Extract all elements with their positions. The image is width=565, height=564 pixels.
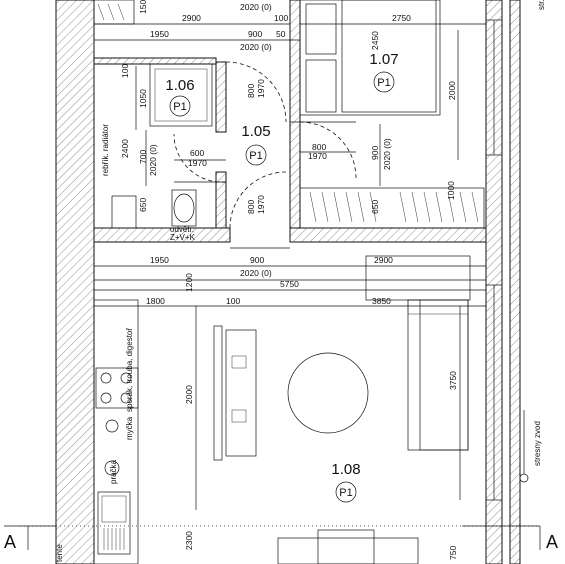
svg-text:1200: 1200	[184, 273, 194, 292]
room-tag-1-05: P1	[249, 150, 262, 162]
svg-text:1970: 1970	[256, 79, 266, 98]
svg-text:1970: 1970	[188, 158, 207, 168]
svg-text:2900: 2900	[374, 255, 393, 265]
wardrobe-bedroom	[299, 187, 485, 229]
svg-text:2020 (0): 2020 (0)	[240, 268, 272, 278]
room-id-1-08: 1.08	[331, 461, 360, 478]
drain-label: stresny zvod	[533, 421, 542, 466]
coffee-table	[287, 352, 369, 434]
svg-text:3850: 3850	[372, 296, 391, 306]
svg-text:2020 (0): 2020 (0)	[240, 2, 272, 12]
svg-text:1050: 1050	[138, 89, 148, 108]
svg-text:2400: 2400	[120, 139, 130, 158]
svg-text:2750: 2750	[392, 13, 411, 23]
wall-bath-upper	[215, 61, 227, 133]
room-tag-circle	[373, 71, 395, 93]
bed	[299, 0, 441, 116]
section-marker-right: A	[546, 532, 558, 552]
svg-text:900: 900	[250, 255, 264, 265]
section-line	[4, 525, 541, 550]
console	[365, 255, 471, 301]
svg-text:2020 (0): 2020 (0)	[382, 138, 392, 170]
cooktop	[95, 367, 139, 409]
svg-text:1970: 1970	[308, 151, 327, 161]
svg-text:750: 750	[448, 546, 458, 560]
wardrobe-top-left	[93, 0, 135, 25]
sofa	[407, 299, 469, 451]
cooker-label: sporák, trouba, digestoř	[125, 328, 134, 412]
svg-text:650: 650	[370, 200, 380, 214]
dining-table	[277, 529, 419, 564]
svg-text:700: 700	[138, 150, 148, 164]
svg-text:2000: 2000	[447, 81, 457, 100]
room-tag-1-08: P1	[339, 487, 352, 499]
svg-text:800: 800	[246, 200, 256, 214]
svg-text:3750: 3750	[448, 371, 458, 390]
dishwasher-icon	[105, 419, 119, 433]
svg-text:800: 800	[312, 142, 326, 152]
svg-text:1500: 1500	[138, 0, 148, 14]
doors	[173, 61, 357, 229]
dishwasher-label: myčka	[125, 416, 134, 440]
top-note: str.	[537, 0, 546, 10]
drain-pipe	[519, 410, 529, 483]
svg-text:1950: 1950	[150, 29, 169, 39]
svg-text:2450: 2450	[370, 31, 380, 50]
room-tag-1-07: P1	[377, 77, 390, 89]
tv-unit	[213, 325, 257, 461]
svg-text:50: 50	[276, 29, 286, 39]
room-tag-circle	[169, 95, 191, 117]
room-id-1-06: 1.06	[165, 77, 194, 94]
washer-icon	[104, 460, 120, 476]
kitchen	[93, 299, 139, 564]
wall-partition-left	[93, 227, 231, 243]
wall-facade	[509, 0, 521, 564]
room-tag-1-06: P1	[173, 101, 186, 113]
svg-text:2000: 2000	[184, 385, 194, 404]
room-tag-circle	[335, 481, 357, 503]
svg-text:900: 900	[370, 146, 380, 160]
wall-bath-lower	[215, 171, 227, 229]
room-id-1-05: 1.05	[241, 123, 270, 140]
svg-text:1950: 1950	[150, 255, 169, 265]
wall-bedroom	[289, 0, 301, 229]
section-marker-left: A	[4, 532, 16, 552]
svg-text:100: 100	[120, 64, 130, 78]
vent-label: odvětr.	[170, 225, 194, 234]
svg-text:100: 100	[274, 13, 288, 23]
shower	[149, 63, 213, 127]
edge-note: tente	[55, 544, 64, 562]
wall-right-exterior	[485, 0, 503, 564]
room-id-1-07: 1.07	[369, 51, 398, 68]
svg-text:900: 900	[248, 29, 262, 39]
service-label: Z+V+K	[170, 233, 196, 242]
toilet	[171, 189, 197, 227]
svg-text:2020 (0): 2020 (0)	[240, 42, 272, 52]
room-tag-circle	[245, 144, 267, 166]
sink	[97, 491, 131, 555]
svg-text:600: 600	[190, 148, 204, 158]
svg-text:1970: 1970	[256, 195, 266, 214]
svg-text:2020 (0): 2020 (0)	[148, 144, 158, 176]
svg-text:100: 100	[226, 296, 240, 306]
dimension-lines	[94, 23, 486, 510]
svg-text:2300: 2300	[184, 531, 194, 550]
door-arc-living	[229, 171, 287, 229]
svg-text:2900: 2900	[182, 13, 201, 23]
washbasin	[111, 195, 137, 229]
door-arc-bedroom	[299, 121, 357, 179]
svg-text:650: 650	[138, 198, 148, 212]
svg-text:5750: 5750	[280, 279, 299, 289]
wall-left-exterior	[55, 0, 95, 564]
wall-partition-right	[289, 227, 487, 243]
svg-text:1000: 1000	[446, 181, 456, 200]
wall-bath-top	[93, 57, 217, 65]
washer-label: pračka	[109, 459, 118, 484]
svg-text:800: 800	[246, 84, 256, 98]
svg-text:1800: 1800	[146, 296, 165, 306]
dimension-texts: 1500 2020 (0) 2900 100 2750 1950 900 50 …	[120, 0, 458, 560]
radiator-label: rebřík. radiátor	[101, 124, 110, 176]
